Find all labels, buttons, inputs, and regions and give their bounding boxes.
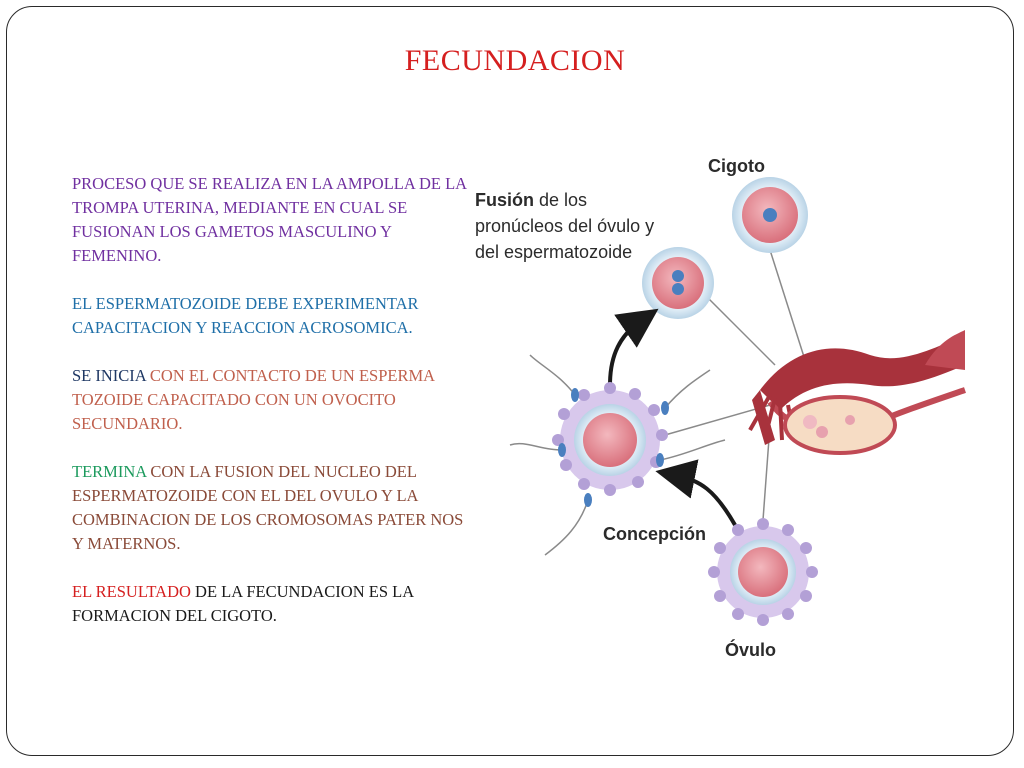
label-ovulo: Óvulo [725, 639, 776, 660]
fertilization-diagram: Cigoto Fusión de los pronúcleos del óvul… [475, 156, 966, 660]
paragraph-end: TERMINA CON LA FUSION DEL NUCLEO DEL ESP… [72, 460, 472, 556]
label-concepcion: Concepción [603, 524, 706, 544]
arrow-to-fusion [608, 308, 659, 386]
end-keyword: TERMINA [72, 462, 147, 481]
paragraph-start: SE INICIA CON EL CONTACTO DE UN ESPERMA … [72, 364, 472, 436]
label-cigoto: Cigoto [708, 156, 765, 176]
result-keyword: EL RESULTADO [72, 582, 191, 601]
label-fusion-line1: Fusión de los [475, 190, 587, 210]
arrow-to-conception [655, 459, 737, 526]
paragraph-definition: PROCESO QUE SE REALIZA EN LA AMPOLLA DE … [72, 174, 467, 265]
label-fusion-rest: de los [534, 190, 587, 210]
slide-title: FECUNDACION [404, 44, 626, 77]
result-text: DE LA FECUNDACION ES LA FORMACION DEL CI… [72, 582, 414, 625]
text-block: PROCESO QUE SE REALIZA EN LA AMPOLLA DE … [72, 172, 472, 652]
conception-cell [509, 354, 726, 556]
start-keyword: SE INICIA [72, 366, 146, 385]
paragraph-result: EL RESULTADO DE LA FECUNDACION ES LA FOR… [72, 580, 472, 628]
label-fusion-line2: pronúcleos del óvulo y [475, 216, 654, 236]
ovum-cell [708, 518, 818, 626]
pronuclei-cell [642, 247, 714, 319]
paragraph-capacitation: EL ESPERMATOZOIDE DEBE EXPERIMENTAR CAPA… [72, 294, 419, 337]
end-text: CON LA FUSION DEL NUCLEO DEL ESPERMATOZO… [72, 462, 464, 553]
label-fusion-line3: del espermatozoide [475, 242, 632, 262]
label-fusion-bold: Fusión [475, 190, 534, 210]
start-text: CON EL CONTACTO DE UN ESPERMA TOZOIDE CA… [72, 366, 435, 433]
fallopian-tube [748, 330, 966, 455]
zygote-cell [732, 177, 808, 253]
